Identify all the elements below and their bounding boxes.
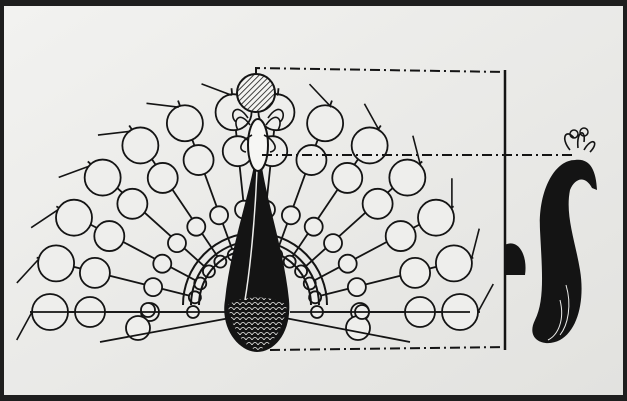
tail-eye	[80, 258, 110, 288]
tail-eye	[56, 200, 92, 236]
tail-eye	[117, 189, 147, 219]
tail-eye	[348, 278, 366, 296]
tail-eye	[332, 163, 362, 193]
tail-eye	[168, 234, 186, 252]
tail-eye	[144, 278, 162, 296]
tail-eye	[184, 145, 214, 175]
tail-eye	[187, 218, 205, 236]
tail-eye	[38, 245, 74, 281]
tail-eye	[210, 206, 228, 224]
tail-eye	[352, 127, 388, 163]
tail-eye	[436, 245, 472, 281]
tail-eye	[400, 258, 430, 288]
tail-eye	[94, 221, 124, 251]
tail-eye	[282, 206, 300, 224]
tail-eye	[305, 218, 323, 236]
tail-eye	[386, 221, 416, 251]
tail-eye	[363, 189, 393, 219]
tail-eye	[324, 234, 342, 252]
tail-eye	[122, 127, 158, 163]
tail-eye	[307, 105, 343, 141]
tail-eye	[346, 316, 370, 340]
tail-eye	[153, 255, 171, 273]
tail-eye	[85, 160, 121, 196]
tail-eye	[167, 105, 203, 141]
tail-eye	[141, 303, 155, 317]
tail-eye	[148, 163, 178, 193]
tail-eye	[418, 200, 454, 236]
tail-eye	[339, 255, 357, 273]
tail-eye	[296, 145, 326, 175]
paper-sheet	[4, 6, 623, 395]
